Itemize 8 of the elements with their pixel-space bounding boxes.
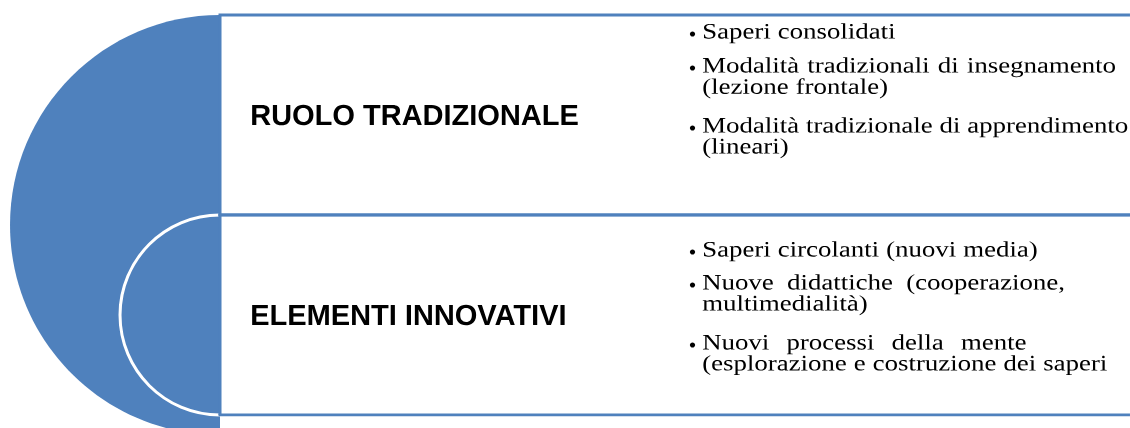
bullet-item: Modalità tradizionali di insegnamento (lezione frontale) (702, 57, 1115, 99)
bullet-item: Modalità tradizionale di apprendimento (lineari) (702, 117, 1128, 159)
row-heading: RUOLO TRADIZIONALE (252, 104, 578, 126)
bullet-item: Nuove didattiche (cooperazione, multimedialità) (702, 274, 1064, 316)
bullet-item: Saperi consolidati (704, 23, 896, 44)
bullet-item: Saperi circolanti (nuovi media) (704, 241, 1037, 262)
row-heading: ELEMENTI INNOVATIVI (252, 304, 565, 326)
bullet-item: Nuovi processi della mente (esplorazione e costruzione dei saperi (702, 334, 1107, 376)
